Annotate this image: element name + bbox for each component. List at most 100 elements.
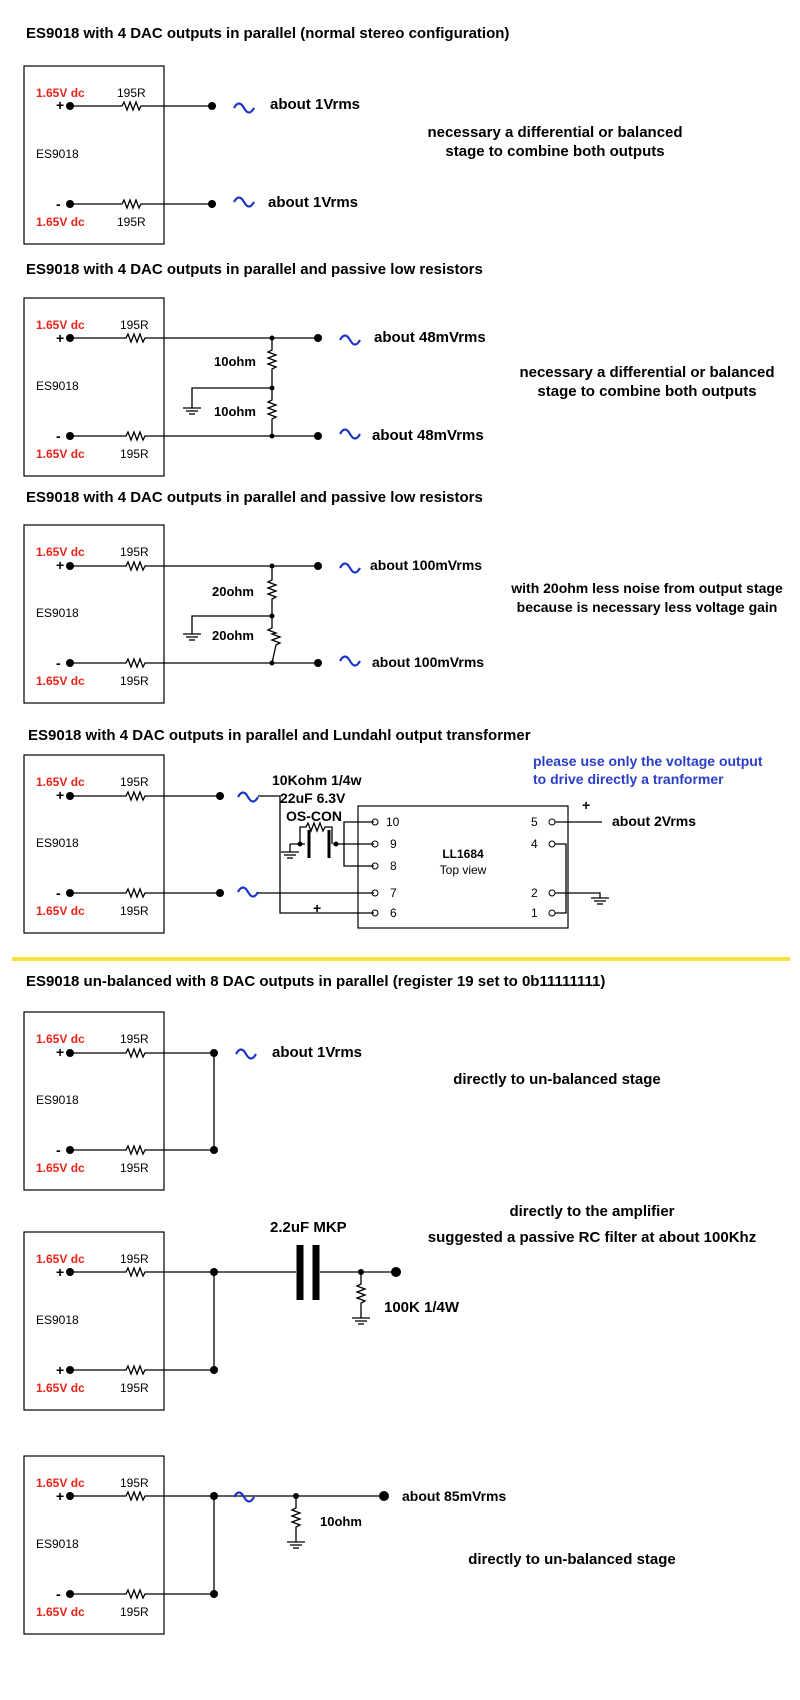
output-label: about 85mVrms (402, 1488, 506, 1504)
polarity-plus: + (313, 900, 321, 916)
output-label: about 2Vrms (612, 813, 696, 829)
voltage-label-bottom: 1.65V dc (36, 904, 85, 918)
resistor-label-top: 195R (117, 86, 146, 100)
pin-number: 6 (390, 906, 397, 920)
chip-label: ES9018 (36, 606, 79, 620)
resistor-label-bottom: 195R (120, 447, 149, 461)
section-title: ES9018 un-balanced with 8 DAC outputs in… (26, 973, 605, 990)
wire-top (70, 100, 212, 112)
ac-wave-icon (237, 886, 259, 898)
output-label-top: about 100mVrms (370, 557, 482, 573)
voltage-label-top: 1.65V dc (36, 545, 85, 559)
ac-wave-icon (237, 791, 259, 803)
voltage-label-bottom: 1.65V dc (36, 1605, 85, 1619)
resistor-label: 10ohm (214, 354, 256, 369)
polarity-plus: + (582, 797, 590, 813)
transformer-subtitle: Top view (440, 863, 487, 877)
voltage-label-top: 1.65V dc (36, 318, 85, 332)
capacitor-label: 2.2uF MKP (270, 1219, 347, 1236)
load-resistor (290, 1496, 302, 1542)
chip-label: ES9018 (36, 147, 79, 161)
pin-minus: - (56, 1586, 61, 1602)
chip-label: ES9018 (36, 379, 79, 393)
wire-top (70, 560, 318, 572)
note-line-1: necessary a differential or balanced (427, 124, 682, 141)
wire-top (70, 1490, 384, 1502)
wire-top (70, 1047, 214, 1059)
pin-number: 4 (531, 837, 538, 851)
wire-to-pin-6 (258, 795, 374, 914)
resistor-label-top: 195R (120, 545, 149, 559)
section-title: ES9018 with 4 DAC outputs in parallel (n… (26, 25, 509, 42)
pin-minus: - (56, 655, 61, 671)
resistor-label-top: 195R (120, 775, 149, 789)
pin-number: 1 (531, 906, 538, 920)
wire-bottom (70, 887, 220, 899)
section-title: ES9018 with 4 DAC outputs in parallel an… (26, 489, 483, 506)
pin-plus: + (56, 330, 64, 346)
pin-plus: + (56, 1264, 64, 1280)
section-title: ES9018 with 4 DAC outputs in parallel an… (28, 727, 531, 744)
es9018-block (23, 1011, 165, 1191)
chip-label: ES9018 (36, 1093, 79, 1107)
wire-bottom (70, 1496, 215, 1600)
es9018-block (23, 1455, 165, 1635)
bias-resistor (299, 821, 333, 844)
note-line-1: necessary a differential or balanced (519, 364, 774, 381)
voltage-label-top: 1.65V dc (36, 1476, 85, 1490)
wire-bottom (70, 430, 318, 442)
ac-wave-icon (339, 334, 361, 346)
ground-wire (191, 387, 272, 408)
ground-wire (555, 892, 601, 898)
pin-plus-bottom: + (56, 1362, 64, 1378)
resistor-label: 20ohm (212, 584, 254, 599)
wire-top (70, 1266, 296, 1278)
wire-bottom (70, 198, 212, 210)
pin-plus: + (56, 1488, 64, 1504)
section-2: ES9018 with 4 DAC outputs in parallel an… (23, 261, 775, 477)
component-label: 22uF 6.3V (280, 790, 346, 806)
resistor-label-bottom: 195R (120, 1605, 149, 1619)
ac-wave-icon (233, 102, 255, 114)
ac-wave-icon (339, 428, 361, 440)
section-7: 1.65V dc + 195R ES9018 - 1.65V dc 195R a… (23, 1455, 676, 1635)
resistor-label-top: 195R (120, 1476, 149, 1490)
chip-label: ES9018 (36, 1537, 79, 1551)
wire-top (70, 790, 220, 802)
ground-icon (351, 1317, 371, 1325)
resistor-label-bottom: 195R (120, 904, 149, 918)
transformer-name: LL1684 (442, 847, 484, 861)
output-label-bottom: about 48mVrms (372, 427, 484, 444)
pin-minus: - (56, 1142, 61, 1158)
ac-wave-icon (233, 196, 255, 208)
component-label: OS-CON (286, 808, 342, 824)
output-label-top: about 1Vrms (270, 96, 360, 113)
ground-icon (280, 851, 300, 859)
note-line-2: because is necessary less voltage gain (517, 599, 778, 615)
ac-wave-icon (339, 655, 361, 667)
ac-wave-icon (233, 1491, 255, 1503)
ground-wire (191, 615, 272, 634)
ac-wave-icon (339, 562, 361, 574)
voltage-label-bottom: 1.65V dc (36, 1381, 85, 1395)
transformer-block (357, 805, 569, 929)
resistor-label: 100K 1/4W (384, 1299, 460, 1316)
section-5: ES9018 un-balanced with 8 DAC outputs in… (23, 973, 661, 1191)
ground-icon (182, 407, 202, 415)
secondary-link (555, 843, 567, 914)
wire-bottom (70, 657, 318, 669)
note-line-1: directly to un-balanced stage (453, 1071, 661, 1088)
ground-icon (286, 1541, 306, 1549)
pin-minus: - (56, 885, 61, 901)
chip-label: ES9018 (36, 836, 79, 850)
voltage-label-bottom: 1.65V dc (36, 447, 85, 461)
pin-number: 10 (386, 815, 400, 829)
wire-bottom (70, 1053, 215, 1156)
resistor-label-bottom: 195R (120, 674, 149, 688)
resistor-label-bottom: 195R (117, 215, 146, 229)
resistor-label-bottom: 195R (120, 1161, 149, 1175)
section-separator (12, 957, 790, 961)
voltage-label-top: 1.65V dc (36, 775, 85, 789)
output-label-top: about 48mVrms (374, 329, 486, 346)
